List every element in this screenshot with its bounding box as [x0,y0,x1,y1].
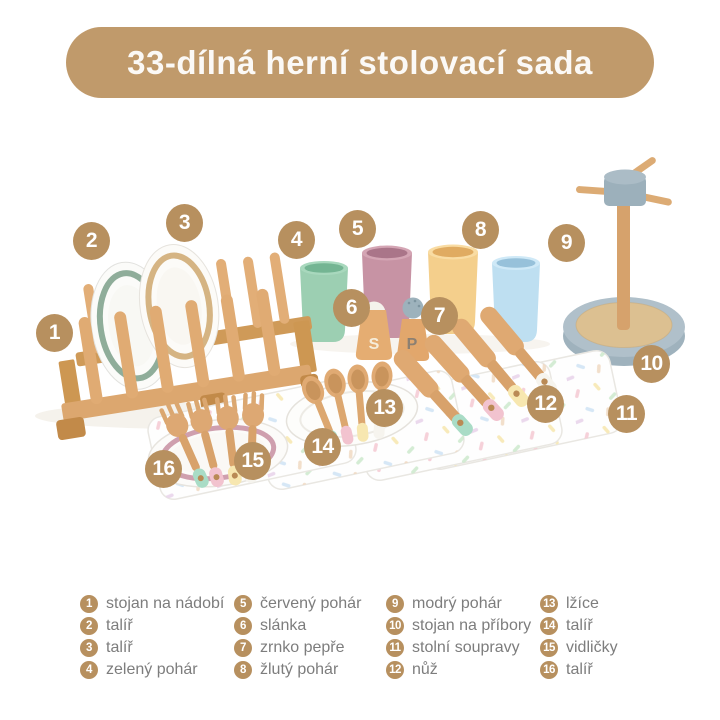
legend-item: 15 vidličky [540,639,618,657]
legend-item: 16 talíř [540,661,618,679]
page-title: 33-dílná herní stolovací sada [127,43,593,81]
callout-badge-12: 12 [527,385,564,423]
callout-badge-3: 3 [166,204,203,242]
legend-item: 12 nůž [386,661,531,679]
legend-item: 6 slánka [234,617,361,635]
legend-number-badge: 9 [386,595,404,613]
spoon [324,368,354,445]
title-banner: 33-dílná herní stolovací sada [66,27,654,98]
legend-column-3: 9 modrý pohár 10 stojan na příbory 11 st… [386,595,531,679]
fork [186,397,224,487]
fork [159,401,209,488]
fork [214,394,242,486]
legend-item: 14 talíř [540,617,618,635]
legend-label: stojan na nádobí [106,595,225,612]
legend-column-1: 1 stojan na nádobí 2 talíř 3 talíř 4 zel… [80,595,224,679]
legend-label: talíř [106,617,133,634]
legend-item: 13 lžíce [540,595,618,613]
legend-item: 10 stojan na příbory [386,617,531,635]
callout-badge-9: 9 [548,224,585,262]
legend-item: 3 talíř [80,639,224,657]
pepper-letter: P [407,336,418,353]
legend-item: 7 zrnko pepře [234,639,361,657]
salt-letter: S [369,336,380,353]
legend-label: modrý pohár [412,595,502,612]
knife [424,334,504,421]
legend-label: stolní soupravy [412,639,520,656]
callout-badge-7: 7 [421,297,458,335]
legend-label: talíř [566,661,593,678]
legend-label: stojan na příbory [412,617,532,634]
legend-number-badge: 14 [540,617,558,635]
legend-number-badge: 3 [80,639,98,657]
stand-peg-left [575,186,610,195]
legend-column-2: 5 červený pohár 6 slánka 7 zrnko pepře 8… [234,595,361,679]
legend-item: 5 červený pohár [234,595,361,613]
legend-label: zrnko pepře [260,639,345,656]
legend-item: 9 modrý pohár [386,595,531,613]
knives [393,306,557,436]
legend-number-badge: 6 [234,617,252,635]
legend-column-4: 13 lžíce 14 talíř 15 vidličky 16 talíř [540,595,618,679]
legend-number-badge: 2 [80,617,98,635]
callout-badge-8: 8 [462,211,499,249]
legend-number-badge: 5 [234,595,252,613]
callout-badge-13: 13 [366,389,403,427]
legend-number-badge: 11 [386,639,404,657]
callout-badge-4: 4 [278,221,315,259]
legend-label: žlutý pohár [260,661,339,678]
callout-badge-16: 16 [145,450,182,488]
dish-rack [56,244,320,440]
legend-item: 11 stolní soupravy [386,639,531,657]
legend-number-badge: 7 [234,639,252,657]
legend-label: talíř [106,639,133,656]
legend-number-badge: 12 [386,661,404,679]
legend-number-badge: 16 [540,661,558,679]
callout-badge-6: 6 [333,289,370,327]
spoon [347,364,369,442]
legend-label: slánka [260,617,307,634]
callout-badge-14: 14 [304,428,341,466]
callout-badge-10: 10 [633,345,670,383]
legend-label: červený pohár [260,595,362,612]
legend-label: talíř [566,617,593,634]
legend-number-badge: 1 [80,595,98,613]
legend-number-badge: 4 [80,661,98,679]
legend-item: 8 žlutý pohár [234,661,361,679]
stand-peg-right [640,193,672,206]
legend-label: vidličky [566,639,618,656]
legend-label: zelený pohár [106,661,198,678]
callout-badge-1: 1 [36,314,73,352]
legend-item: 4 zelený pohár [80,661,224,679]
legend-label: lžíce [566,595,599,612]
legend-label: nůž [412,661,438,678]
legend-number-badge: 15 [540,639,558,657]
knife [393,349,473,436]
knife [452,318,529,407]
knife [480,306,557,395]
legend-number-badge: 8 [234,661,252,679]
callout-badge-15: 15 [234,442,271,480]
legend-number-badge: 10 [386,617,404,635]
callout-badge-11: 11 [608,395,645,433]
callout-badge-5: 5 [339,210,376,248]
callout-badge-2: 2 [73,222,110,260]
legend-item: 1 stojan na nádobí [80,595,224,613]
rack-front-pegs [78,288,281,405]
legend-number-badge: 13 [540,595,558,613]
stand-hub [604,176,646,206]
legend-item: 2 talíř [80,617,224,635]
green-cup [300,261,348,342]
